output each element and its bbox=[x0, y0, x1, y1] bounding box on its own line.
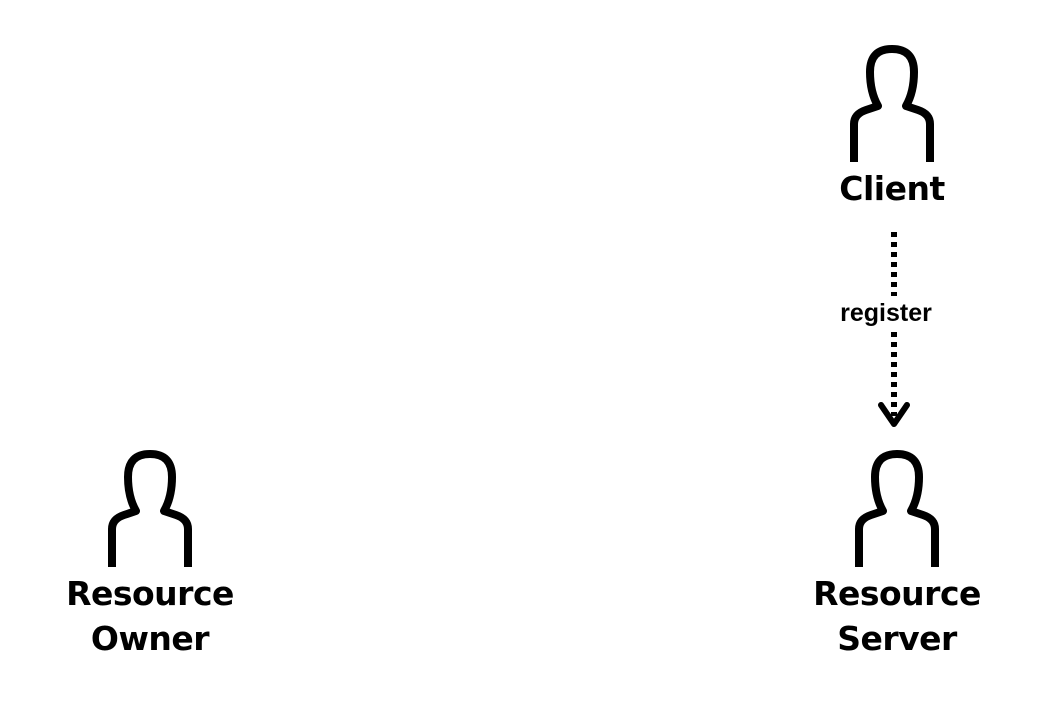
actor-client: Client bbox=[792, 42, 992, 211]
register-arrow bbox=[878, 232, 910, 427]
person-outline-icon bbox=[108, 450, 192, 567]
actor-resource-server: Resource Server bbox=[797, 447, 997, 661]
register-edge-label: register bbox=[820, 296, 952, 330]
person-outline-icon bbox=[850, 45, 934, 162]
resource-owner-label: Resource Owner bbox=[66, 574, 234, 658]
arrow-down-icon bbox=[878, 402, 910, 427]
actor-resource-owner: Resource Owner bbox=[50, 447, 250, 661]
client-label: Client bbox=[839, 169, 945, 208]
person-outline-icon bbox=[855, 450, 939, 567]
resource-server-label: Resource Server bbox=[813, 574, 981, 658]
